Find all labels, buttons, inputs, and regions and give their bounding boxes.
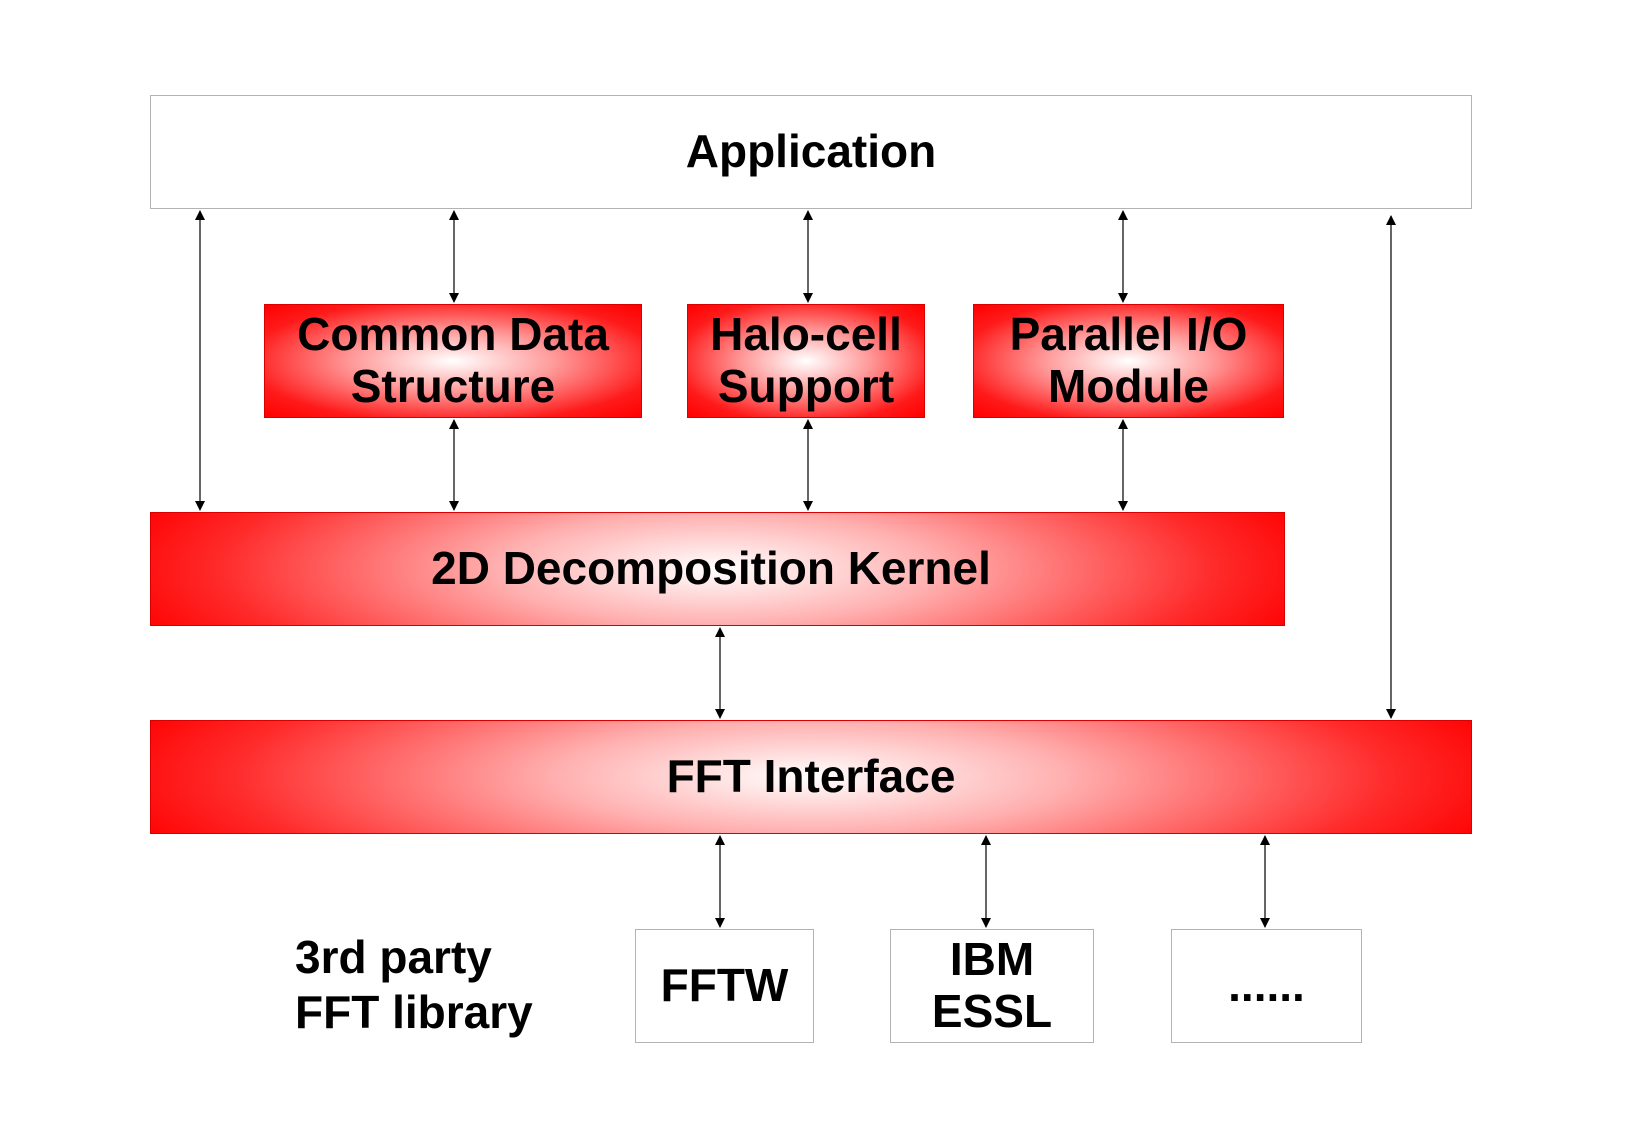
- fftw-label: FFTW: [660, 959, 789, 1012]
- fft-interface-box: FFT Interface: [150, 720, 1472, 834]
- application-box: Application: [150, 95, 1472, 209]
- parallel-io-module-label-line2: Module: [1048, 360, 1209, 412]
- parallel-io-module-box: Parallel I/O Module: [973, 304, 1284, 418]
- common-data-structure-box: Common Data Structure: [264, 304, 642, 418]
- ibm-essl-label-line1: IBM: [949, 933, 1035, 986]
- other-libraries-box: ......: [1171, 929, 1362, 1043]
- third-party-label-line1: 3rd party: [295, 931, 492, 983]
- common-data-structure-label-line1: Common Data: [297, 308, 609, 361]
- third-party-label-line2: FFT library: [295, 986, 533, 1039]
- ibm-essl-box: IBM ESSL: [890, 929, 1094, 1043]
- halo-cell-support-label-line2: Support: [717, 360, 895, 412]
- fft-interface-label: FFT Interface: [666, 750, 956, 803]
- common-data-structure-label-line2: Structure: [350, 360, 556, 412]
- fftw-box: FFTW: [635, 929, 814, 1043]
- decomposition-kernel-box: 2D Decomposition Kernel: [150, 512, 1285, 626]
- halo-cell-support-box: Halo-cell Support: [687, 304, 925, 418]
- third-party-fft-library-label: 3rd party FFT library: [295, 930, 533, 1040]
- application-label: Application: [685, 125, 937, 178]
- halo-cell-support-label-line1: Halo-cell: [710, 308, 902, 361]
- ibm-essl-label-line2: ESSL: [931, 985, 1053, 1037]
- parallel-io-module-label-line1: Parallel I/O: [1009, 308, 1248, 361]
- other-libraries-label: ......: [1228, 959, 1305, 1012]
- decomposition-kernel-label: 2D Decomposition Kernel: [431, 542, 991, 595]
